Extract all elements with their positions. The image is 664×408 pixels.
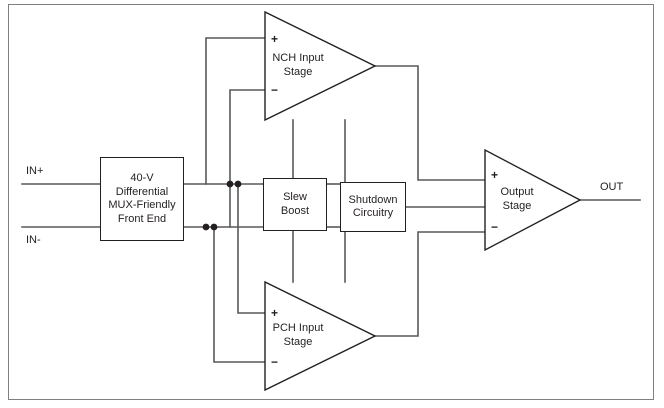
- pch-input-stage-label: PCH Input Stage: [254, 322, 342, 349]
- port-label-in-plus: IN+: [26, 165, 44, 177]
- block-shutdown-circuitry: Shutdown Circuitry: [340, 182, 406, 232]
- output-stage-triangle: [484, 148, 582, 252]
- pch-plus-pin-label: +: [271, 306, 279, 320]
- front-end-line-4: Front End: [117, 212, 167, 225]
- front-end-line-2: Differential: [115, 185, 169, 198]
- output-label-line-2: Stage: [502, 199, 532, 212]
- junction-dot: [234, 180, 242, 188]
- pch-input-stage-triangle: [264, 280, 377, 392]
- port-label-out: OUT: [600, 181, 624, 193]
- front-end-line-1: 40-V: [130, 172, 154, 184]
- pch-label-line-1: PCH Input: [272, 322, 324, 334]
- slew-boost-line-2: Boost: [280, 204, 310, 217]
- port-label-in-minus: IN-: [26, 234, 41, 246]
- block-slew-boost: Slew Boost: [263, 178, 327, 231]
- nch-plus-pin-label: +: [271, 32, 279, 46]
- output-label-line-1: Output: [500, 186, 534, 198]
- shutdown-line-1: Shutdown: [348, 193, 398, 206]
- wire-pch-plus: [237, 183, 266, 314]
- junction-dots: [202, 180, 242, 231]
- wire-pch-minus: [213, 226, 266, 363]
- pch-label-line-2: Stage: [283, 335, 313, 348]
- output-stage-label: Output Stage: [489, 186, 545, 213]
- wire-nch-minus: [229, 89, 266, 228]
- block-front-end: 40-V Differential MUX-Friendly Front End: [100, 157, 184, 241]
- slew-boost-line-1: Slew: [283, 191, 307, 203]
- junction-dot: [226, 180, 234, 188]
- nch-label-line-1: NCH Input: [272, 52, 324, 64]
- output-plus-pin-label: +: [491, 168, 499, 182]
- nch-input-stage-triangle: [264, 10, 377, 122]
- front-end-line-3: MUX-Friendly: [108, 199, 176, 211]
- pch-minus-pin-label: −: [271, 355, 279, 369]
- wire-pch-out-to-output-minus: [374, 231, 486, 337]
- nch-input-stage-label: NCH Input Stage: [254, 52, 342, 79]
- nch-minus-pin-label: −: [271, 83, 279, 97]
- wire-nch-plus: [205, 37, 266, 185]
- output-minus-pin-label: −: [491, 220, 499, 234]
- shutdown-line-2: Circuitry: [352, 207, 394, 219]
- wire-nch-out-to-output-plus: [374, 65, 486, 181]
- junction-dot: [202, 223, 210, 231]
- junction-dot: [210, 223, 218, 231]
- nch-label-line-2: Stage: [283, 65, 313, 78]
